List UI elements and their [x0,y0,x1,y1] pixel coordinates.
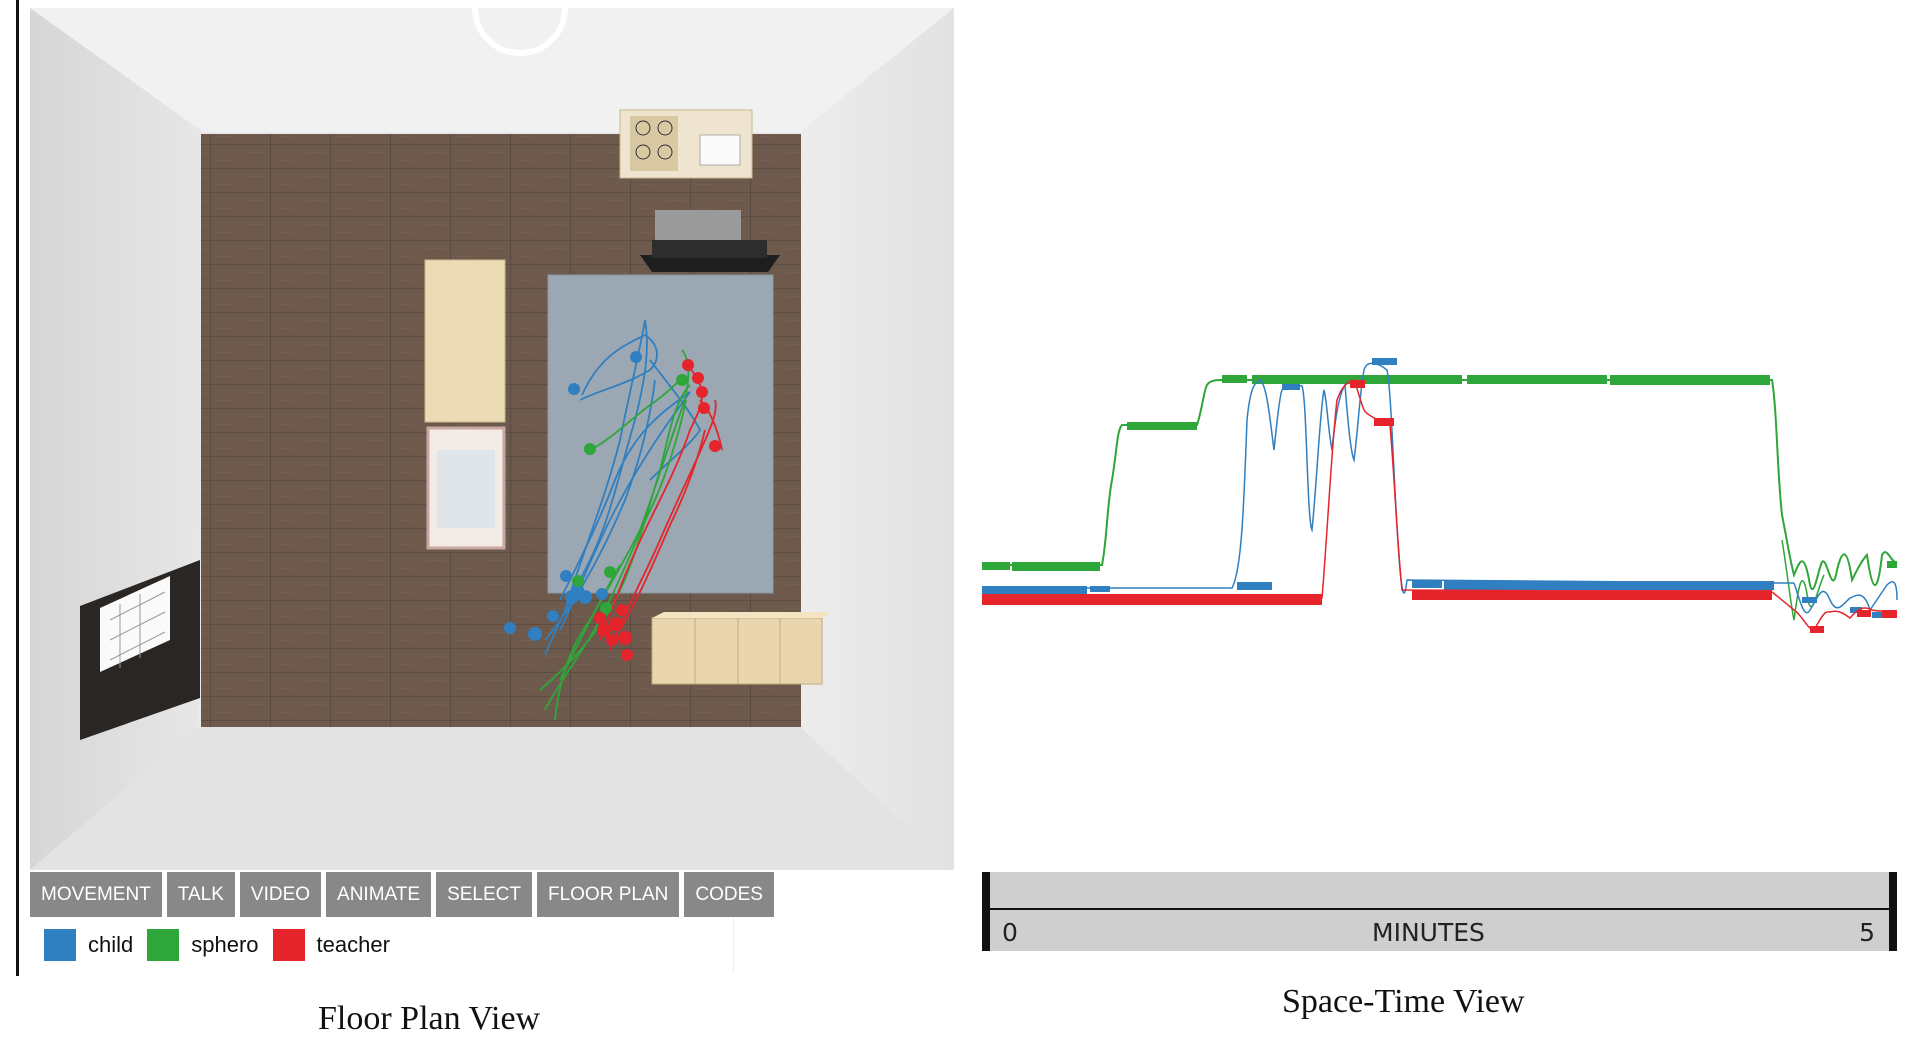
teacher-swatch [272,929,305,961]
movement-button[interactable]: MOVEMENT [30,872,162,917]
legend-label: teacher [316,932,390,957]
time-scrubber[interactable]: 0 MINUTES 5 [982,872,1897,951]
child-path [544,319,702,656]
floor-plan-button[interactable]: FLOOR PLAN [536,872,680,917]
legend-label: child [88,932,134,957]
floor-plan-view[interactable] [0,0,960,872]
floor-plan-caption: Floor Plan View [318,1000,541,1037]
codes-button[interactable]: CODES [684,872,774,917]
shelf-cabinet [651,612,830,685]
select-button[interactable]: SELECT [436,872,532,917]
legend-item-teacher[interactable]: teacher [272,929,390,961]
teacher-timeline [982,379,1898,633]
desk-chair [640,210,780,272]
timeline-axis-line [990,908,1889,910]
bench [426,426,506,550]
timeline-end-label: 5 [1859,918,1875,947]
video-button[interactable]: VIDEO [239,872,322,917]
wooden-table [424,259,506,423]
timeline-axis-label: MINUTES [1372,918,1485,947]
child-markers [504,351,642,641]
timeline-start-handle[interactable] [982,872,990,951]
legend-item-sphero[interactable]: sphero [147,929,259,961]
timeline-start-label: 0 [1002,918,1018,947]
child-timeline [982,358,1898,618]
legend: child sphero teacher [30,917,734,973]
teacher-markers [594,359,721,661]
space-time-view[interactable] [982,300,1902,720]
space-time-caption: Space-Time View [1282,983,1525,1020]
animate-button[interactable]: ANIMATE [326,872,432,917]
stove-sink-counter [619,109,753,179]
timeline-end-handle[interactable] [1889,872,1897,951]
talk-button[interactable]: TALK [166,872,235,917]
view-toolbar: MOVEMENT TALK VIDEO ANIMATE SELECT FLOOR… [30,872,774,917]
legend-label: sphero [191,932,259,957]
door [80,560,200,740]
legend-item-child[interactable]: child [44,929,133,961]
sphero-timeline [982,375,1898,621]
view-left-border [16,0,19,976]
sphero-markers [572,374,688,614]
sphero-swatch [147,929,180,961]
child-swatch [44,929,76,961]
